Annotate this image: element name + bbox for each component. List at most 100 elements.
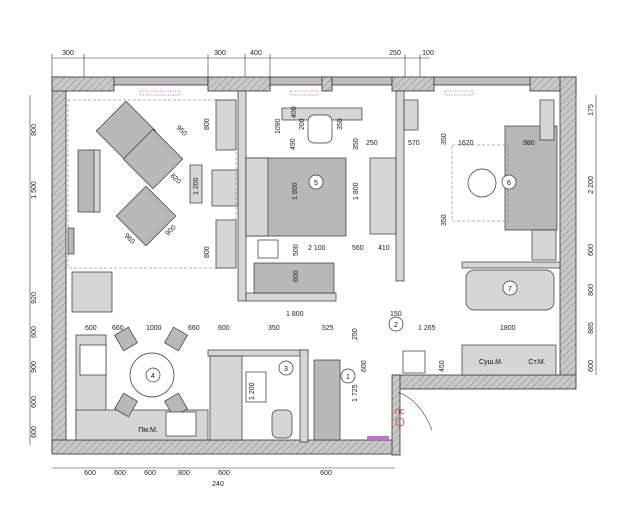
dim-200: 200 — [299, 118, 306, 130]
bathroom-counter — [461, 344, 557, 376]
room-number-5: 5 — [314, 180, 318, 187]
wall-east — [559, 76, 577, 378]
room-number-7: 7 — [508, 286, 512, 293]
wardrobe-bedroom5 — [253, 262, 335, 294]
dim-570: 570 — [408, 140, 420, 147]
dim-top-1: 300 — [62, 50, 74, 57]
entry-door-arc — [397, 391, 433, 431]
dim-900: 900 — [164, 224, 177, 237]
riser-label: ПС — [395, 409, 405, 416]
dim-350c: 350 — [441, 133, 448, 145]
tv-stand — [189, 164, 203, 204]
radiator-2 — [289, 90, 319, 96]
wall-north-2 — [207, 76, 271, 92]
sofa-edge — [93, 149, 101, 213]
washer-label: Ст.М. — [528, 359, 545, 366]
dim-150: 150 — [390, 311, 402, 318]
radiator-3 — [444, 90, 474, 96]
dim-1200b: 1 200 — [249, 382, 256, 400]
dim-600b: 600 — [218, 325, 230, 332]
kitchen-4 — [71, 271, 243, 441]
dim-top-5: 100 — [422, 50, 434, 57]
dim-top-4: 250 — [389, 50, 401, 57]
dim-bottom-4: 800 — [178, 470, 190, 477]
dim-1090: 1090 — [275, 118, 282, 134]
shelf-living — [215, 219, 237, 269]
door-living — [67, 227, 75, 255]
wall-north-1 — [51, 76, 115, 92]
dim-left-1: 800 — [31, 124, 38, 136]
dim-1725: 1 725 — [352, 384, 359, 402]
room-marker-6 — [501, 174, 517, 190]
dim-1200: 1 200 — [193, 177, 200, 195]
dim-660b: 660 — [188, 325, 200, 332]
dim-left-4: 600 — [31, 326, 38, 338]
partition-wc-hall — [299, 349, 309, 443]
stove — [79, 344, 107, 376]
dim-600: 600 — [293, 270, 300, 282]
dim-660a: 660 — [112, 325, 124, 332]
bedroom-6 — [403, 99, 558, 261]
armchair-3 — [115, 185, 177, 247]
dim-525: 525 — [322, 325, 334, 332]
window-north-2 — [269, 76, 331, 86]
dim-right-4: 800 — [588, 284, 595, 296]
dim-left-6: 600 — [31, 396, 38, 408]
dim-2100: 2 100 — [308, 245, 326, 252]
room-marker-4 — [145, 367, 161, 383]
top-dimensions: 300 300 400 250 100 — [62, 50, 434, 57]
tv-unit — [369, 157, 397, 235]
dim-960: 960 — [123, 232, 136, 245]
desk — [211, 169, 239, 207]
dim-800a: 800 — [204, 118, 211, 130]
room-number-2: 2 — [394, 322, 398, 329]
room-marker-3 — [278, 360, 294, 376]
dim-950: 950 — [175, 124, 188, 137]
partition-living-bedroom — [237, 90, 247, 302]
dishwasher-label: Пм.М. — [138, 427, 158, 434]
dim-left-2: 1 500 — [31, 181, 38, 199]
dim-800b: 800 — [204, 246, 211, 258]
riser-icon — [395, 417, 405, 427]
dim-1620: 1620 — [458, 140, 474, 147]
dim-350a: 350 — [337, 118, 344, 130]
dim-bottom-6: 600 — [320, 470, 332, 477]
dim-820: 820 — [169, 172, 182, 185]
bottom-dimensions: 600 600 600 800 600 600 240 — [84, 470, 332, 488]
wardrobe-6 — [531, 229, 557, 261]
dim-500: 500 — [293, 244, 300, 256]
dim-560: 560 — [352, 245, 364, 252]
entry-wardrobe — [313, 359, 341, 441]
wall-south-bath — [394, 374, 577, 390]
dim-right-6: 600 — [588, 360, 595, 372]
dim-1000: 1000 — [146, 325, 162, 332]
wc-3 — [245, 371, 293, 439]
dim-250: 250 — [366, 140, 378, 147]
dim-600c: 600 — [361, 360, 368, 372]
dim-1265: 1 265 — [418, 325, 436, 332]
pantry-cabinet — [209, 355, 243, 441]
room-number-6: 6 — [507, 180, 511, 187]
room-marker-7 — [502, 280, 518, 296]
dim-bottom-3: 600 — [144, 470, 156, 477]
wc-sink — [245, 371, 267, 403]
partition-wc — [207, 349, 309, 357]
window-north-4 — [433, 76, 533, 86]
wall-entry — [391, 374, 401, 456]
dim-right-1: 175 — [588, 104, 595, 116]
dim-1800d: 1800 — [500, 325, 516, 332]
wall-west — [51, 76, 67, 453]
bedroom-5 — [245, 107, 397, 294]
bedside-table — [257, 239, 279, 259]
wall-south — [51, 439, 398, 455]
living-area — [67, 99, 239, 269]
dim-left-5: 900 — [31, 361, 38, 373]
dim-350d: 350 — [441, 214, 448, 226]
partition-bedroom-hall — [245, 292, 337, 302]
dim-400: 400 — [291, 106, 298, 118]
dim-450: 450 — [439, 360, 446, 372]
dim-right-5: 885 — [588, 322, 595, 334]
toilet — [271, 409, 293, 439]
dim-1800a: 1 800 — [292, 182, 299, 200]
